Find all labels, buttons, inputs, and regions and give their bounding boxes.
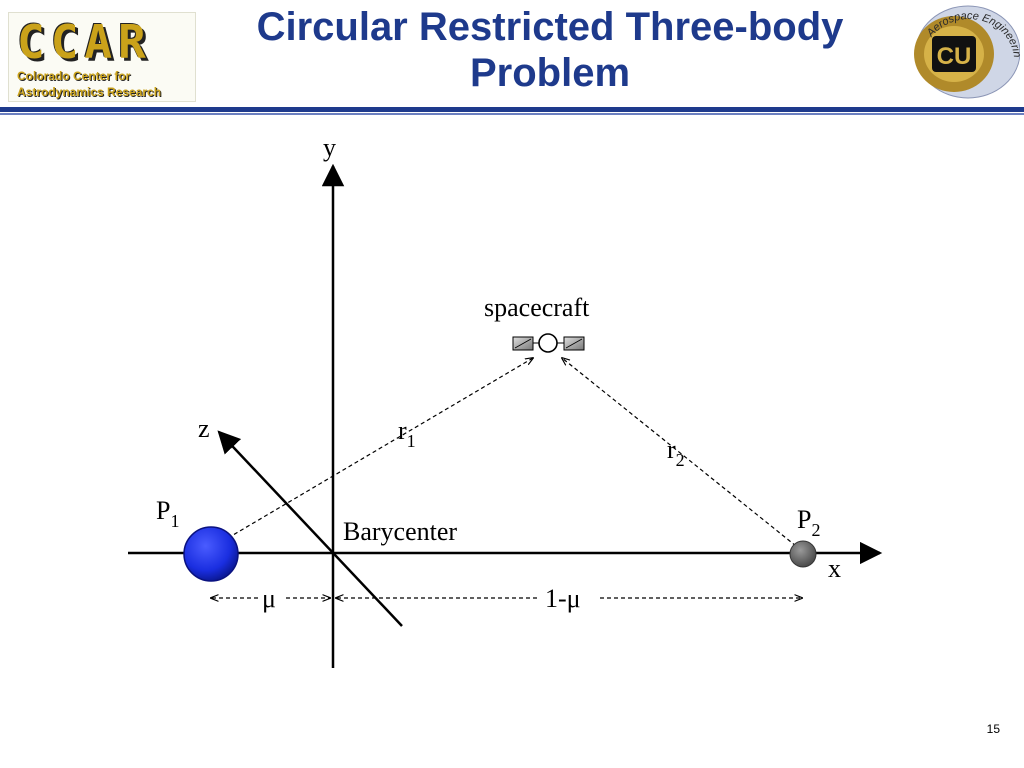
page-number: 15: [986, 722, 1000, 736]
x-axis-label: x: [828, 554, 841, 583]
primary-body-p1: [183, 526, 239, 582]
slide-title-line1: Circular Restricted Three-body: [256, 5, 844, 49]
mu-label: μ: [262, 584, 276, 613]
one-minus-mu-label: 1-μ: [545, 584, 581, 613]
ccar-logo-line1: Colorado Center for: [17, 69, 131, 83]
r2-label: r2: [667, 435, 685, 470]
z-axis-label: z: [198, 414, 210, 443]
p1-label: P1: [156, 496, 179, 531]
secondary-body-p2: [789, 540, 817, 568]
slide-title: Circular Restricted Three-body Problem: [200, 4, 900, 96]
ccar-logo-line2: Astrodynamics Research: [17, 85, 162, 99]
cu-aerospace-logo: CU Aerospace Engineering: [899, 0, 1023, 104]
ccar-logo-acronym: CCAR: [17, 15, 152, 69]
ccar-logo: CCAR Colorado Center for Astrodynamics R…: [8, 12, 196, 102]
cu-emblem-text: CU: [937, 43, 972, 70]
spacecraft-label: spacecraft: [484, 293, 590, 322]
barycenter-label: Barycenter: [343, 517, 457, 546]
r1-vector: [227, 358, 533, 539]
header-divider-secondary: [0, 113, 1024, 115]
r1-label: r1: [398, 416, 416, 451]
y-axis-label: y: [323, 133, 336, 162]
z-axis: [217, 430, 403, 627]
header-divider: [0, 107, 1024, 112]
slide-title-line2: Problem: [469, 51, 631, 95]
spacecraft-icon: [512, 333, 585, 353]
r2-vector: [562, 358, 797, 547]
p2-label: P2: [797, 505, 820, 540]
